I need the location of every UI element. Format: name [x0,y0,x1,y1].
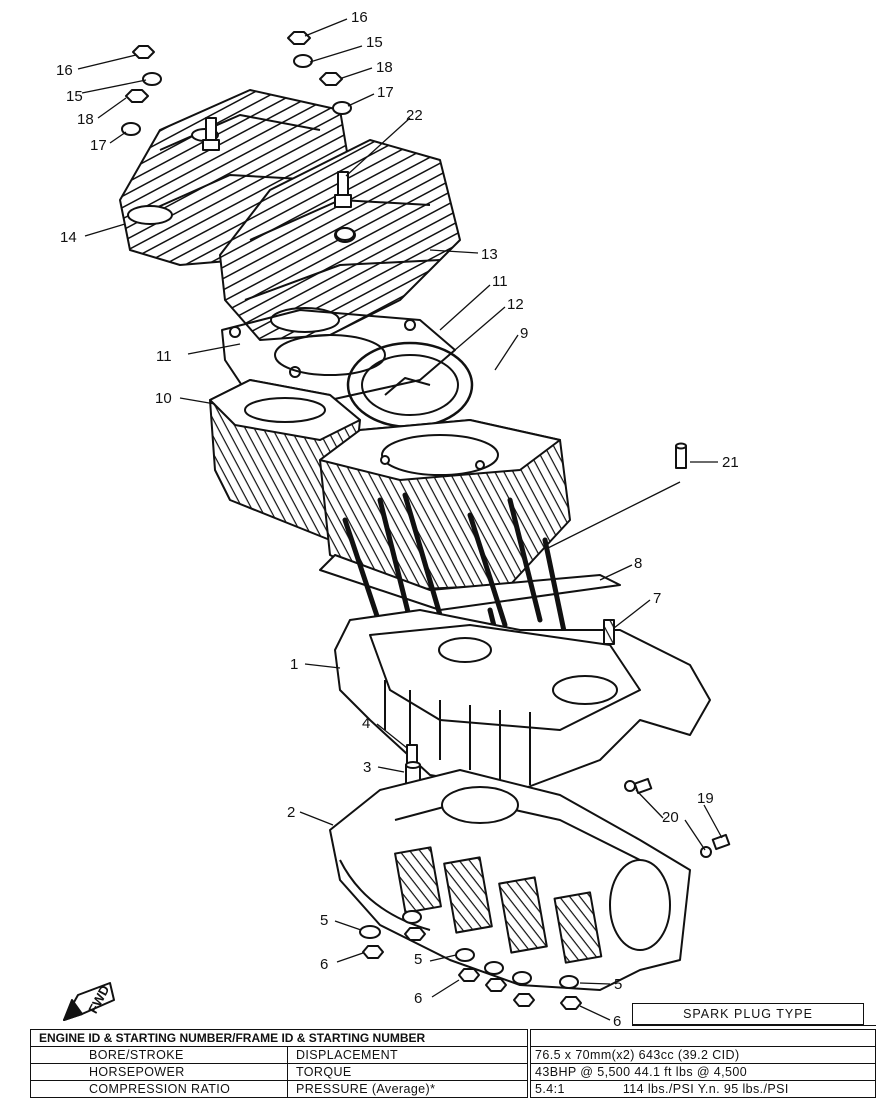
value-secondary: 44.1 ft lbs @ 4,500 [634,1065,748,1079]
spark-plug [202,117,220,151]
row-values: 76.5 x 70mm(x2) 643cc (39.2 CID) [530,1046,876,1064]
callout-18: 18 [376,59,393,76]
row-label-secondary: DISPLACEMENT [287,1046,528,1064]
callout-11: 11 [156,348,172,365]
row-label-secondary: TORQUE [287,1063,528,1081]
table-row: BORE/STROKE DISPLACEMENT [30,1046,528,1064]
callout-12: 12 [507,296,524,313]
row-label: HORSEPOWER [30,1063,288,1081]
callout-20: 20 [662,809,679,826]
callout-4: 4 [362,715,370,732]
crankcase-bolts [624,777,731,858]
cylinder-block-left [209,379,361,541]
blank-cell [530,1029,876,1047]
callout-10: 10 [155,390,172,407]
callout-5: 5 [614,976,622,993]
callout-3: 3 [363,759,371,776]
callout-8: 8 [634,555,642,572]
table-row: 5.4:1 114 lbs./PSI Y.n. 95 lbs./PSI [530,1080,876,1098]
engine-spec-table: ENGINE ID & STARTING NUMBER/FRAME ID & S… [30,1029,528,1098]
table-header: ENGINE ID & STARTING NUMBER/FRAME ID & S… [30,1029,528,1047]
dowel-pin-small [675,442,687,469]
row-label: COMPRESSION RATIO [30,1080,288,1098]
callout-9: 9 [520,325,528,342]
spark-plug-type-rule [632,1025,876,1026]
callout-5: 5 [414,951,422,968]
callout-5: 5 [320,912,328,929]
head-gasket-ring [346,341,474,429]
callout-19: 19 [697,790,714,807]
cylinder-base-gasket [319,554,621,611]
callout-16: 16 [351,9,368,26]
callout-21: 21 [722,454,739,471]
callout-15: 15 [66,88,83,105]
table-row [530,1029,876,1047]
callout-2: 2 [287,804,295,821]
engine-spec-values: 76.5 x 70mm(x2) 643cc (39.2 CID) 43BHP @… [530,1029,876,1098]
callout-6: 6 [613,1013,621,1030]
value-secondary: 114 lbs./PSI Y.n. 95 lbs./PSI [622,1082,789,1096]
callout-6: 6 [414,990,422,1007]
callout-1: 1 [290,656,298,673]
callout-13: 13 [481,246,498,263]
callout-6: 6 [320,956,328,973]
upper-crankcase [334,609,711,791]
cylinder-block-right [319,419,571,591]
row-label-secondary: PRESSURE (Average)* [287,1080,528,1098]
row-values: 43BHP @ 5,500 44.1 ft lbs @ 4,500 [530,1063,876,1081]
spark-plug-type-box: SPARK PLUG TYPE [632,1003,864,1025]
callout-7: 7 [653,590,661,607]
row-values: 5.4:1 114 lbs./PSI Y.n. 95 lbs./PSI [530,1080,876,1098]
value-primary: 43BHP @ 5,500 [535,1065,631,1079]
value-primary: 76.5 x 70mm(x2) [535,1048,635,1062]
callout-17: 17 [90,137,107,154]
callout-labels: 16 15 18 17 16 15 18 17 22 14 13 11 12 1… [56,9,739,1030]
lower-crankcase [329,769,691,991]
leader-lines [77,18,723,1021]
callout-11: 11 [492,273,508,290]
spark-plug [334,171,352,208]
table-row: COMPRESSION RATIO PRESSURE (Average)* [30,1080,528,1098]
table-row: 43BHP @ 5,500 44.1 ft lbs @ 4,500 [530,1063,876,1081]
callout-17: 17 [377,84,394,101]
callout-14: 14 [60,229,77,246]
value-secondary: 643cc (39.2 CID) [638,1048,740,1062]
row-label: BORE/STROKE [30,1046,288,1064]
callout-22: 22 [406,107,423,124]
value-primary: 5.4:1 [535,1082,565,1096]
stud-small [603,619,615,645]
callout-15: 15 [366,34,383,51]
table-header-row: ENGINE ID & STARTING NUMBER/FRAME ID & S… [30,1029,528,1047]
table-row: 76.5 x 70mm(x2) 643cc (39.2 CID) [530,1046,876,1064]
callout-16: 16 [56,62,73,79]
forward-arrow-icon [63,982,115,1021]
callout-18: 18 [77,111,94,128]
table-row: HORSEPOWER TORQUE [30,1063,528,1081]
